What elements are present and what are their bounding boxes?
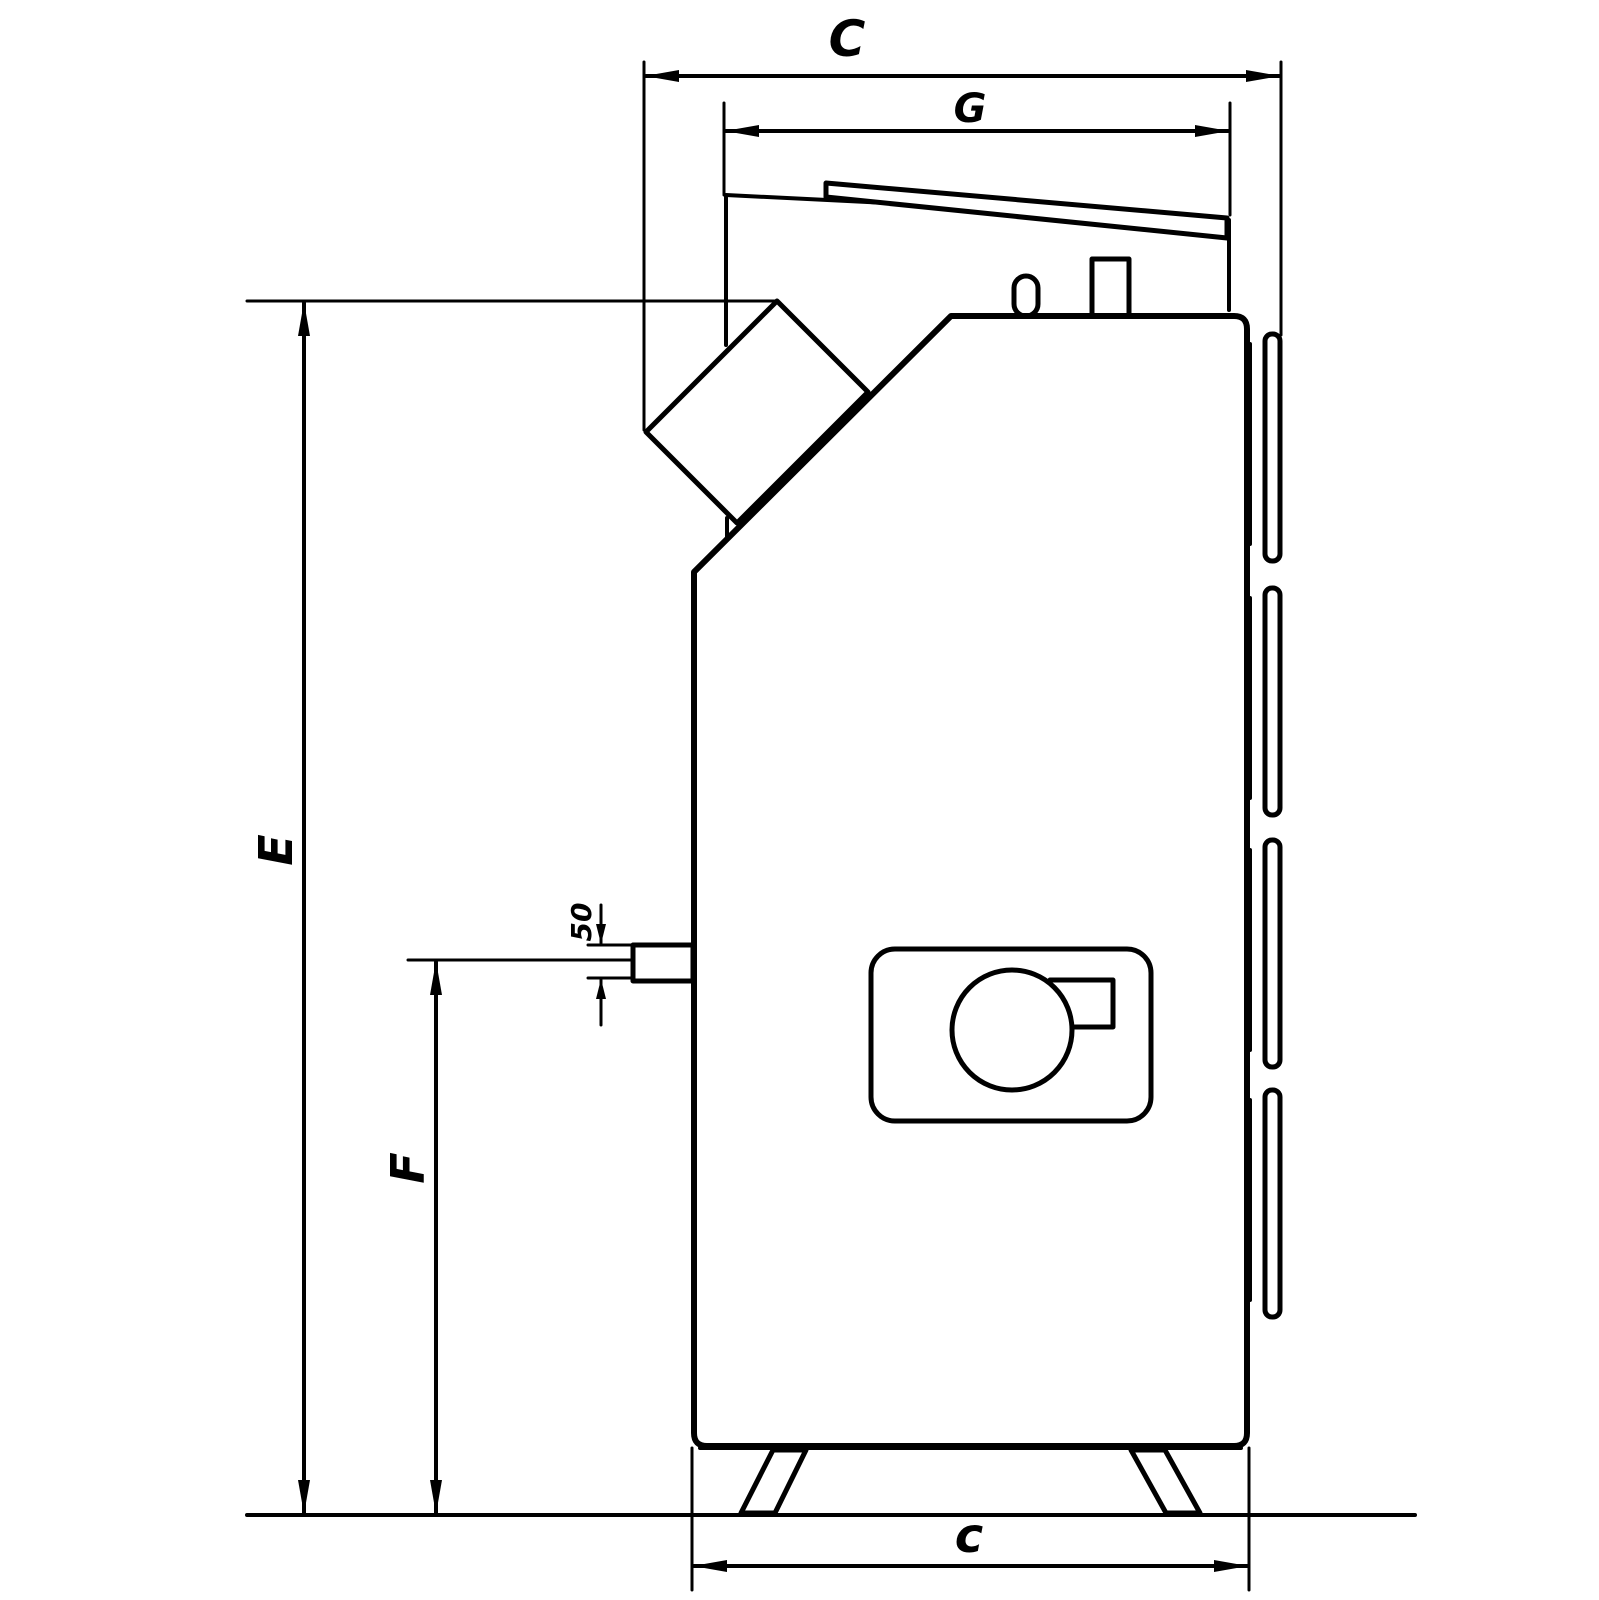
dimension-g-label: G	[954, 86, 987, 132]
right-leg	[1128, 1447, 1203, 1516]
dimension-base-label: c	[955, 1508, 983, 1564]
left-leg	[738, 1447, 809, 1516]
dimension-e-label: E	[249, 834, 303, 865]
dimension-f-label: F	[381, 1152, 435, 1183]
front-handle-1	[1262, 331, 1283, 564]
boiler-body	[691, 313, 1250, 1449]
top-lid	[823, 180, 1230, 241]
feed-chute	[643, 298, 871, 526]
top-socket-rounded	[1011, 273, 1041, 319]
burner-fan	[949, 967, 1075, 1093]
top-socket-square	[1089, 256, 1132, 319]
pipe-size-label: 50	[565, 903, 598, 942]
front-handle-2	[1262, 585, 1283, 818]
front-handle-4	[1262, 1087, 1283, 1320]
front-handle-3	[1262, 837, 1283, 1070]
side-outlet-pipe	[630, 942, 696, 984]
dimension-c-label: C	[829, 10, 866, 68]
